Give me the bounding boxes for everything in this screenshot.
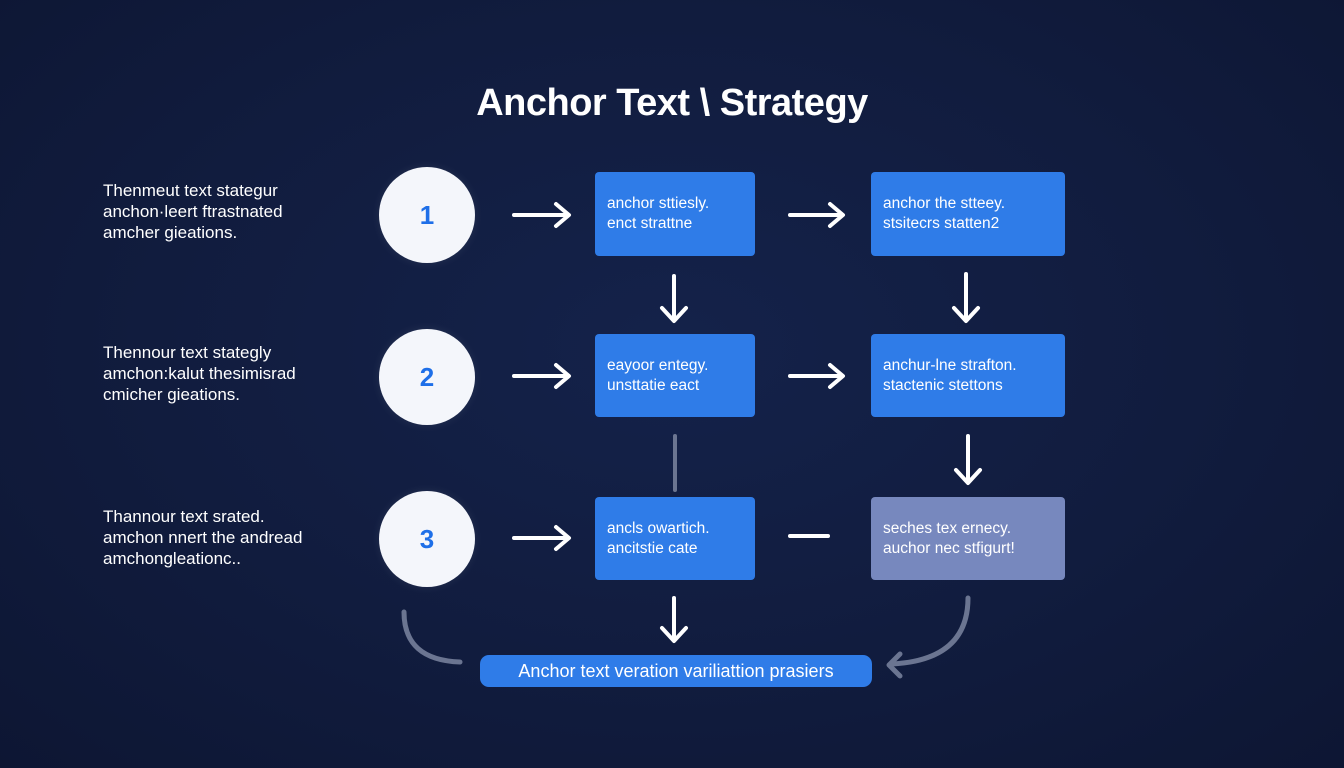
arrow-right-icon xyxy=(512,525,571,551)
row-description-line: amchon:kalut thesimisrad xyxy=(103,364,296,383)
arrow-down-icon xyxy=(660,596,688,643)
step-box-line: auchor nec stfigurt! xyxy=(883,539,1015,557)
arrow-right-icon xyxy=(788,202,845,228)
step-box: ancls owartich. ancitstie cate xyxy=(595,497,755,580)
step-box-line: anchor sttiesly. xyxy=(607,195,710,212)
curve-arrow-right-side xyxy=(886,595,971,679)
step-box-line: enct strattne xyxy=(607,215,693,232)
step-box-line: ancitstie cate xyxy=(607,539,698,557)
row-description-line: cmicher gieations. xyxy=(103,385,241,404)
arrow-down-icon xyxy=(954,434,982,485)
row-description-line: Thennour text stategly xyxy=(103,343,272,362)
step-box-line: ancls owartich. xyxy=(607,519,710,537)
row-description-line: Thenmeut text stategur xyxy=(103,181,278,200)
step-number-circle: 3 xyxy=(379,491,475,587)
row-description: Thannour text srated. amchon nnert the a… xyxy=(103,506,353,569)
row-description-line: amchon nnert the andread xyxy=(103,528,303,547)
step-box: anchur-lne strafton. stactenic stettons xyxy=(871,334,1065,417)
step-box-line: stactenic stettons xyxy=(883,376,1003,394)
row-description-line: Thannour text srated. xyxy=(103,507,265,526)
row-description-line: anchon·leert ftrastnated xyxy=(103,202,283,221)
row-description-line: amcher gieations. xyxy=(103,223,238,242)
step-box-line: anchor the stteey. xyxy=(883,195,1006,212)
row-description: Thennour text stategly amchon:kalut thes… xyxy=(103,342,353,405)
arrow-right-icon xyxy=(512,363,571,389)
step-box-line: anchur-lne strafton. xyxy=(883,356,1017,374)
arrow-right-icon xyxy=(788,363,845,389)
curve-connector-left xyxy=(401,609,463,665)
step-box-line: unsttatie eact xyxy=(607,376,700,394)
step-number-circle: 2 xyxy=(379,329,475,425)
step-number-circle: 1 xyxy=(379,167,475,263)
step-box: anchor sttiesly. enct strattne xyxy=(595,172,755,256)
arrow-down-icon xyxy=(952,272,980,323)
summary-pill: Anchor text veration variliattion prasie… xyxy=(480,655,872,687)
step-box: eayoor entegy. unsttatie eact xyxy=(595,334,755,417)
step-box-line: seches tex ernecy. xyxy=(883,519,1012,537)
step-box-muted: seches tex ernecy. auchor nec stfigurt! xyxy=(871,497,1065,580)
arrow-down-icon xyxy=(660,274,688,323)
page-title: Anchor Text \ Strategy xyxy=(476,82,868,124)
row-description: Thenmeut text stategur anchon·leert ftra… xyxy=(103,180,353,243)
step-box-line: stsitecrs statten2 xyxy=(883,215,1000,232)
step-box-line: eayoor entegy. xyxy=(607,356,709,374)
arrow-right-icon xyxy=(512,202,571,228)
row-description-line: amchongleationc.. xyxy=(103,549,241,568)
step-box: anchor the stteey. stsitecrs statten2 xyxy=(871,172,1065,256)
